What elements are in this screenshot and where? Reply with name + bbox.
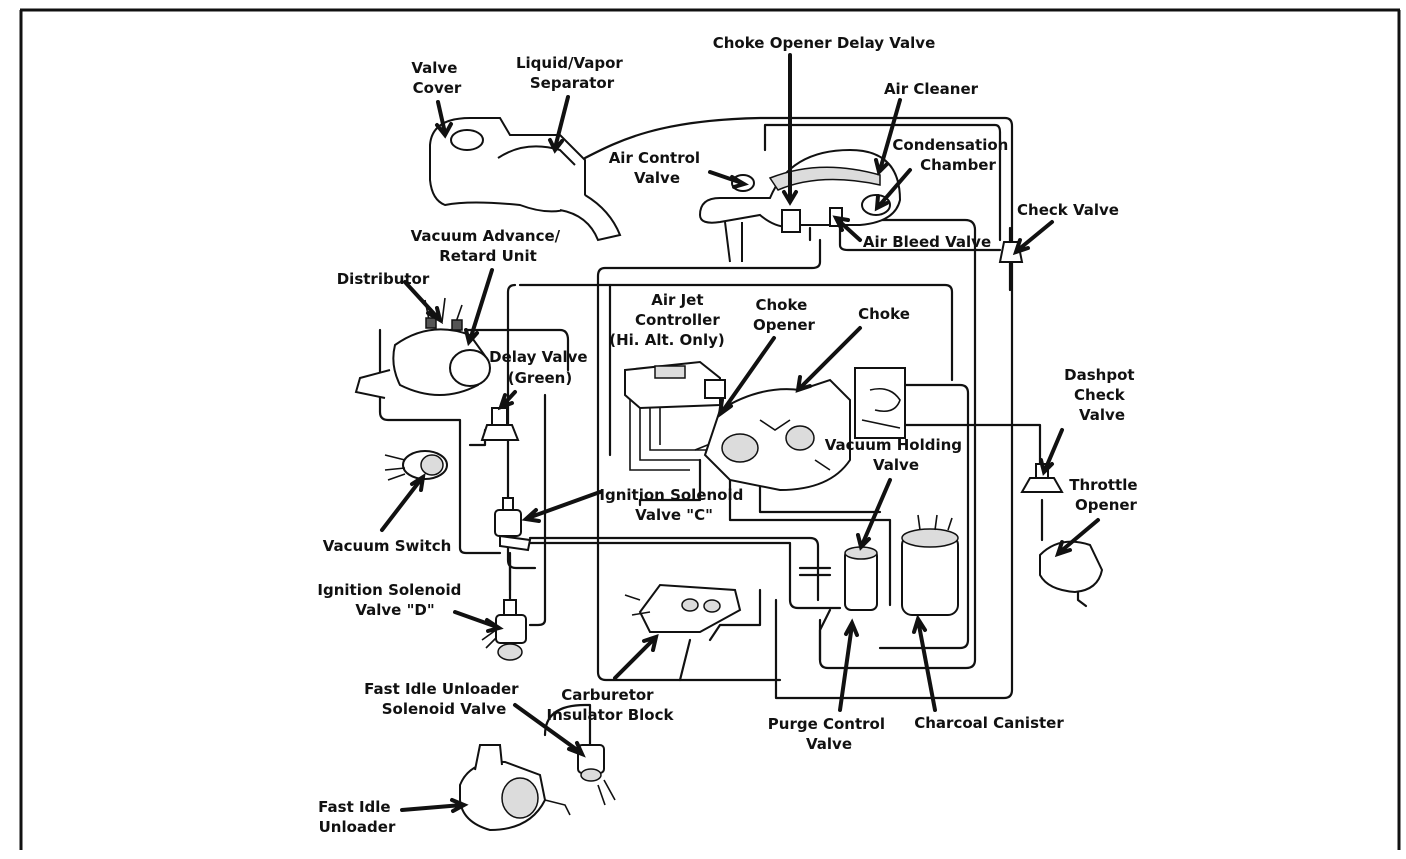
diagram-frame [19,8,1401,850]
arrow-air-cleaner [874,98,902,176]
label-fast-idle-unloader-solenoid-valve: Fast Idle Unloader Solenoid Valve [364,680,524,718]
arrow-vacuum-advance-retard-unit [464,268,494,347]
arrow-vacuum-holding-valve [856,478,892,551]
label-vacuum-advance-retard-unit: Vacuum Advance/ Retard Unit [411,227,566,265]
arrow-choke [795,326,862,393]
fast-idle-unloader-solenoid-illustration [577,744,616,806]
label-carburetor-insulator-block: Carburetor Insulator Block [547,686,675,724]
label-choke-opener: Choke Opener [753,296,816,334]
arrow-ignition-solenoid-d [453,610,504,633]
label-air-control-valve: Air Control Valve [609,149,706,187]
arrow-air-bleed-valve [832,215,862,242]
label-air-jet-controller: Air Jet Controller (Hi. Alt. Only) [609,291,725,349]
valve-cover-illustration [429,117,622,242]
arrow-dashpot-check-valve [1039,428,1064,476]
vacuum-hoses [378,116,1044,747]
arrow-choke-opener [717,336,776,419]
label-check-valve: Check Valve [1017,201,1119,219]
label-choke: Choke [858,305,910,323]
arrow-fast-idle-unloader-solenoid [513,703,586,758]
carburetor-insulator-block-illustration [624,583,742,633]
arrow-throttle-opener [1054,518,1100,558]
label-dashpot-check-valve: Dashpot Check Valve [1064,366,1140,424]
label-vacuum-switch: Vacuum Switch [323,537,452,555]
label-liquid-vapor-separator: Liquid/Vapor Separator [516,54,628,92]
label-valve-cover: Valve Cover [411,59,462,97]
arrow-vacuum-switch [380,472,426,532]
dashpot-check-valve-illustration [1020,463,1064,493]
vacuum-holding-valve-illustration [844,546,878,611]
fast-idle-unloader-illustration [459,744,571,832]
label-choke-opener-delay-valve: Choke Opener Delay Valve [713,34,936,52]
delay-valve-illustration [480,407,520,441]
label-delay-valve: Delay Valve (Green) [489,348,593,387]
arrow-condensation-chamber [874,168,912,212]
label-distributor: Distributor [337,270,430,288]
arrow-valve-cover [435,100,453,139]
label-air-bleed-valve: Air Bleed Valve [863,233,991,251]
arrow-distributor [403,280,444,325]
label-condensation-chamber: Condensation Chamber [892,136,1013,174]
label-air-cleaner: Air Cleaner [884,80,979,98]
label-purge-control-valve: Purge Control Valve [768,715,890,753]
arrow-choke-opener-delay-valve [782,53,798,206]
label-ignition-solenoid-valve-c: Ignition Solenoid Valve "C" [599,486,748,524]
arrow-liquid-vapor-separator [548,95,570,154]
arrow-charcoal-canister [912,614,937,712]
carburetor-choke-illustration [703,367,906,492]
arrow-check-valve [1012,220,1054,256]
ignition-solenoid-c-illustration [494,497,532,592]
label-vacuum-holding-valve: Vacuum Holding Valve [825,436,968,474]
throttle-opener-illustration [1039,540,1104,608]
label-fast-idle-unloader: Fast Idle Unloader [318,798,396,836]
arrow-ignition-solenoid-c [521,490,602,523]
label-ignition-solenoid-valve-d: Ignition Solenoid Valve "D" [317,581,466,619]
arrow-purge-control-valve [838,618,859,712]
charcoal-canister-illustration [901,514,959,616]
arrow-delay-valve [497,390,517,411]
arrow-air-control-valve [708,170,749,189]
component-labels: Valve Cover Liquid/Vapor Separator Choke… [317,34,1143,836]
arrow-carburetor-insulator-block [613,633,659,680]
air-jet-controller-illustration [624,360,726,410]
label-throttle-opener: Throttle Opener [1069,476,1143,514]
distributor-illustration [354,297,491,399]
label-charcoal-canister: Charcoal Canister [914,714,1064,732]
vacuum-switch-illustration [384,450,448,481]
arrow-fast-idle-unloader [400,798,469,813]
leader-arrows [380,53,1100,813]
